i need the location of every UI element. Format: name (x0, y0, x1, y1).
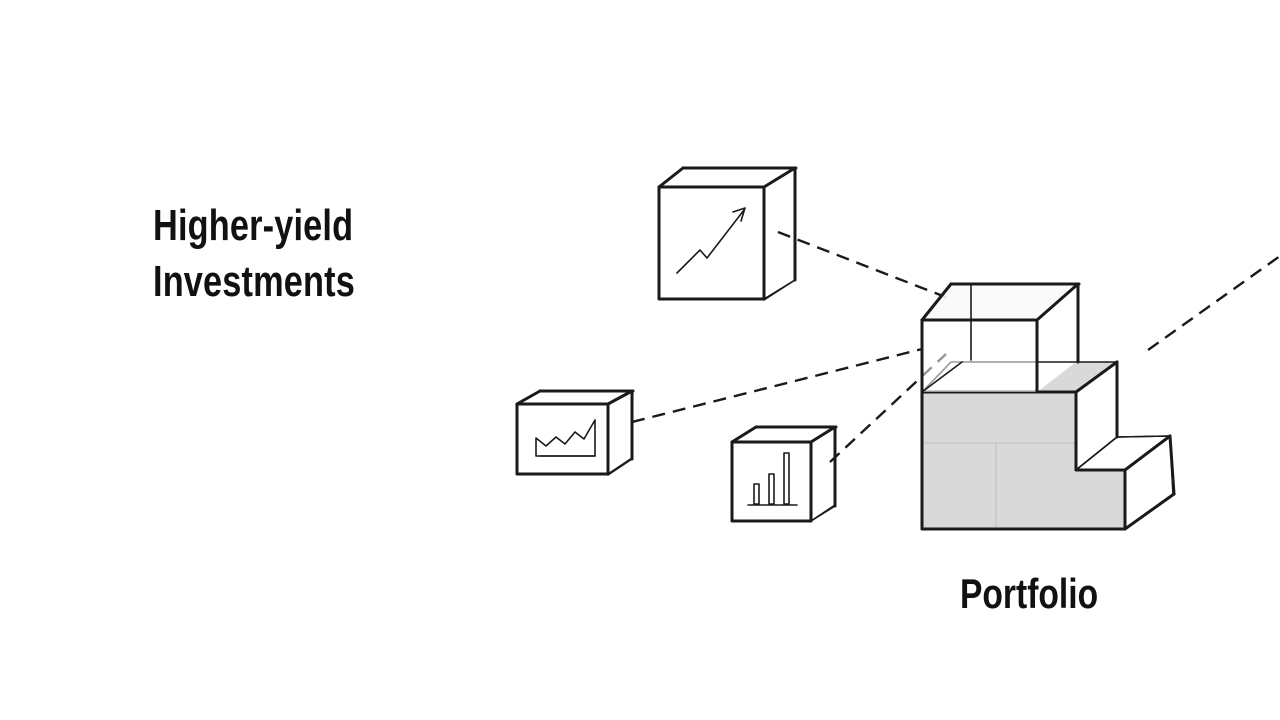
heading-line-1: Higher-yield (153, 201, 354, 250)
portfolio-top-cube (920, 282, 1081, 394)
portfolio-label: Portfolio (960, 570, 1099, 617)
line-chart-cube (515, 389, 635, 476)
heading: Higher-yield Investments (153, 198, 403, 310)
connector-offscreen (1147, 255, 1280, 351)
arrow-chart-cube (657, 166, 798, 301)
line-chart-icon (535, 419, 596, 457)
bar-chart-icon (747, 452, 798, 506)
connector-line-box (631, 347, 923, 424)
heading-line-2: Investments (153, 257, 355, 306)
portfolio-block (920, 282, 1176, 531)
arrow-chart-icon (676, 207, 746, 274)
bar-chart-cube (730, 425, 838, 523)
portfolio-side-lower (1124, 435, 1174, 530)
connector-arrow-box (777, 230, 949, 300)
